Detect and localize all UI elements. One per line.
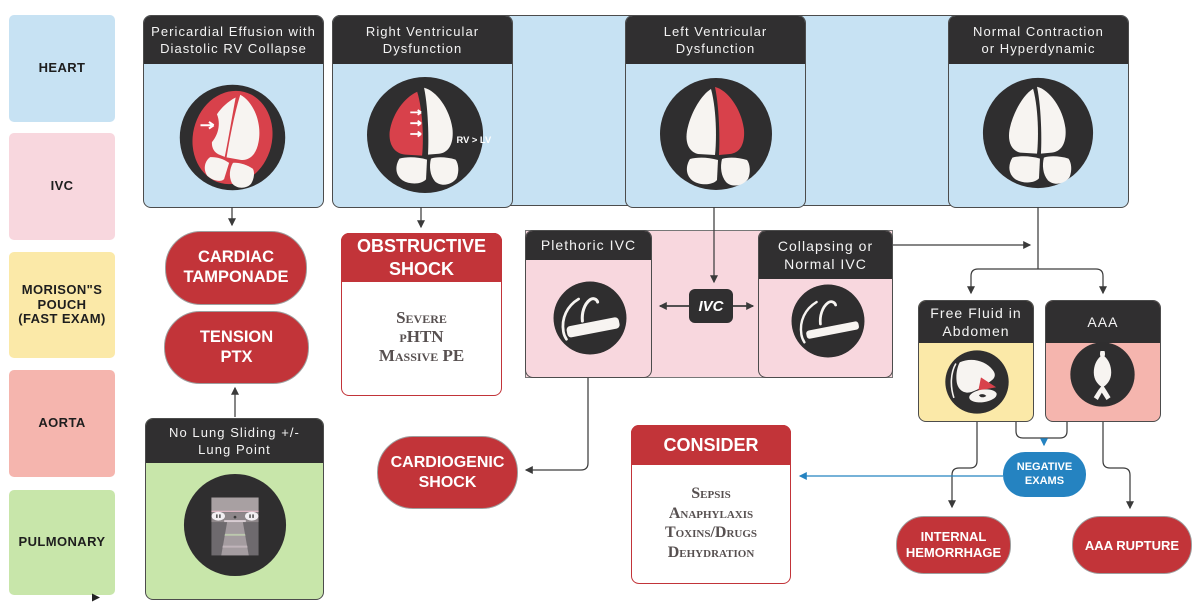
svg-text:RV > LV: RV > LV — [457, 135, 492, 145]
